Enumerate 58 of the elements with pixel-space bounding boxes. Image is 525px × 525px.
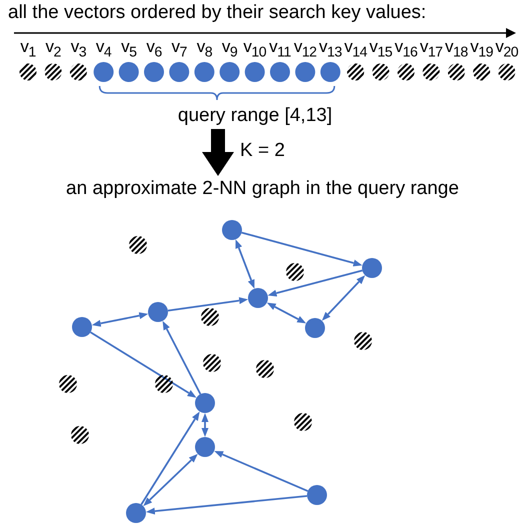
vertex-circle <box>362 258 382 278</box>
hatched-circle <box>286 263 304 281</box>
vector-label: v$_{8}$ <box>196 37 214 60</box>
hatched-circle <box>129 236 147 254</box>
block-arrow <box>202 129 234 176</box>
hatched-circle <box>294 413 312 431</box>
arrow <box>236 239 254 289</box>
vertex-circle <box>72 317 92 337</box>
heading-text: an approximate 2-NN graph in the query range <box>12 176 513 202</box>
arrow <box>90 331 196 398</box>
hatched-circle <box>256 360 274 378</box>
arrow <box>143 454 198 506</box>
vertex-circle <box>195 393 215 413</box>
vector-label: v$_{12}$ <box>292 37 318 60</box>
vector-label: v$_{10}$ <box>242 37 268 60</box>
vertex-circle <box>126 503 146 523</box>
vector-label: v$_{13}$ <box>318 37 343 60</box>
vector-label: v$_{18}$ <box>444 37 469 60</box>
vector-label: v$_{11}$ <box>268 37 292 60</box>
hatched-circle <box>354 332 372 350</box>
vector-label: v$_{2}$ <box>44 37 62 60</box>
hatched-circle <box>59 375 77 393</box>
vertex-circle <box>305 318 325 338</box>
arrow <box>140 411 200 505</box>
vector-label: v$_{7}$ <box>170 37 188 60</box>
vector-label: v$_{4}$ <box>94 37 112 60</box>
vector-label: v$_{20}$ <box>494 37 520 60</box>
vector-label: v$_{19}$ <box>469 37 494 60</box>
arrow <box>168 297 248 312</box>
vector-label: v$_{1}$ <box>19 37 37 60</box>
vector-label: v$_{3}$ <box>70 37 88 60</box>
hatched-circle <box>203 354 221 372</box>
vertex-circle <box>222 220 242 240</box>
arrow <box>92 312 148 327</box>
arrow <box>322 275 366 321</box>
arrow <box>241 232 362 266</box>
vector-label: v$_{14}$ <box>343 37 368 60</box>
arrow <box>214 450 308 492</box>
arrow <box>162 320 202 395</box>
arrow <box>146 495 308 515</box>
vertex-circle <box>307 485 327 505</box>
vertex-circle <box>248 288 268 308</box>
vector-label: v$_{9}$ <box>220 37 238 60</box>
arrow <box>202 413 208 437</box>
arrow <box>266 302 306 324</box>
hatched-circle <box>71 426 89 444</box>
vertex-circle <box>148 302 168 322</box>
range-label: query range [4,13] <box>150 103 360 129</box>
vector-label: v$_{16}$ <box>394 37 418 60</box>
vertex-circle <box>195 437 215 457</box>
vector-label: v$_{6}$ <box>145 37 163 60</box>
hatched-circle <box>201 308 219 326</box>
vector-label: v$_{17}$ <box>418 37 444 60</box>
heading-text: all the vectors ordered by their search key values: <box>8 2 426 24</box>
vector-label: v$_{5}$ <box>120 37 138 60</box>
vector-label: v$_{15}$ <box>368 37 394 60</box>
hatched-circle <box>155 375 173 393</box>
arrow <box>268 270 363 297</box>
